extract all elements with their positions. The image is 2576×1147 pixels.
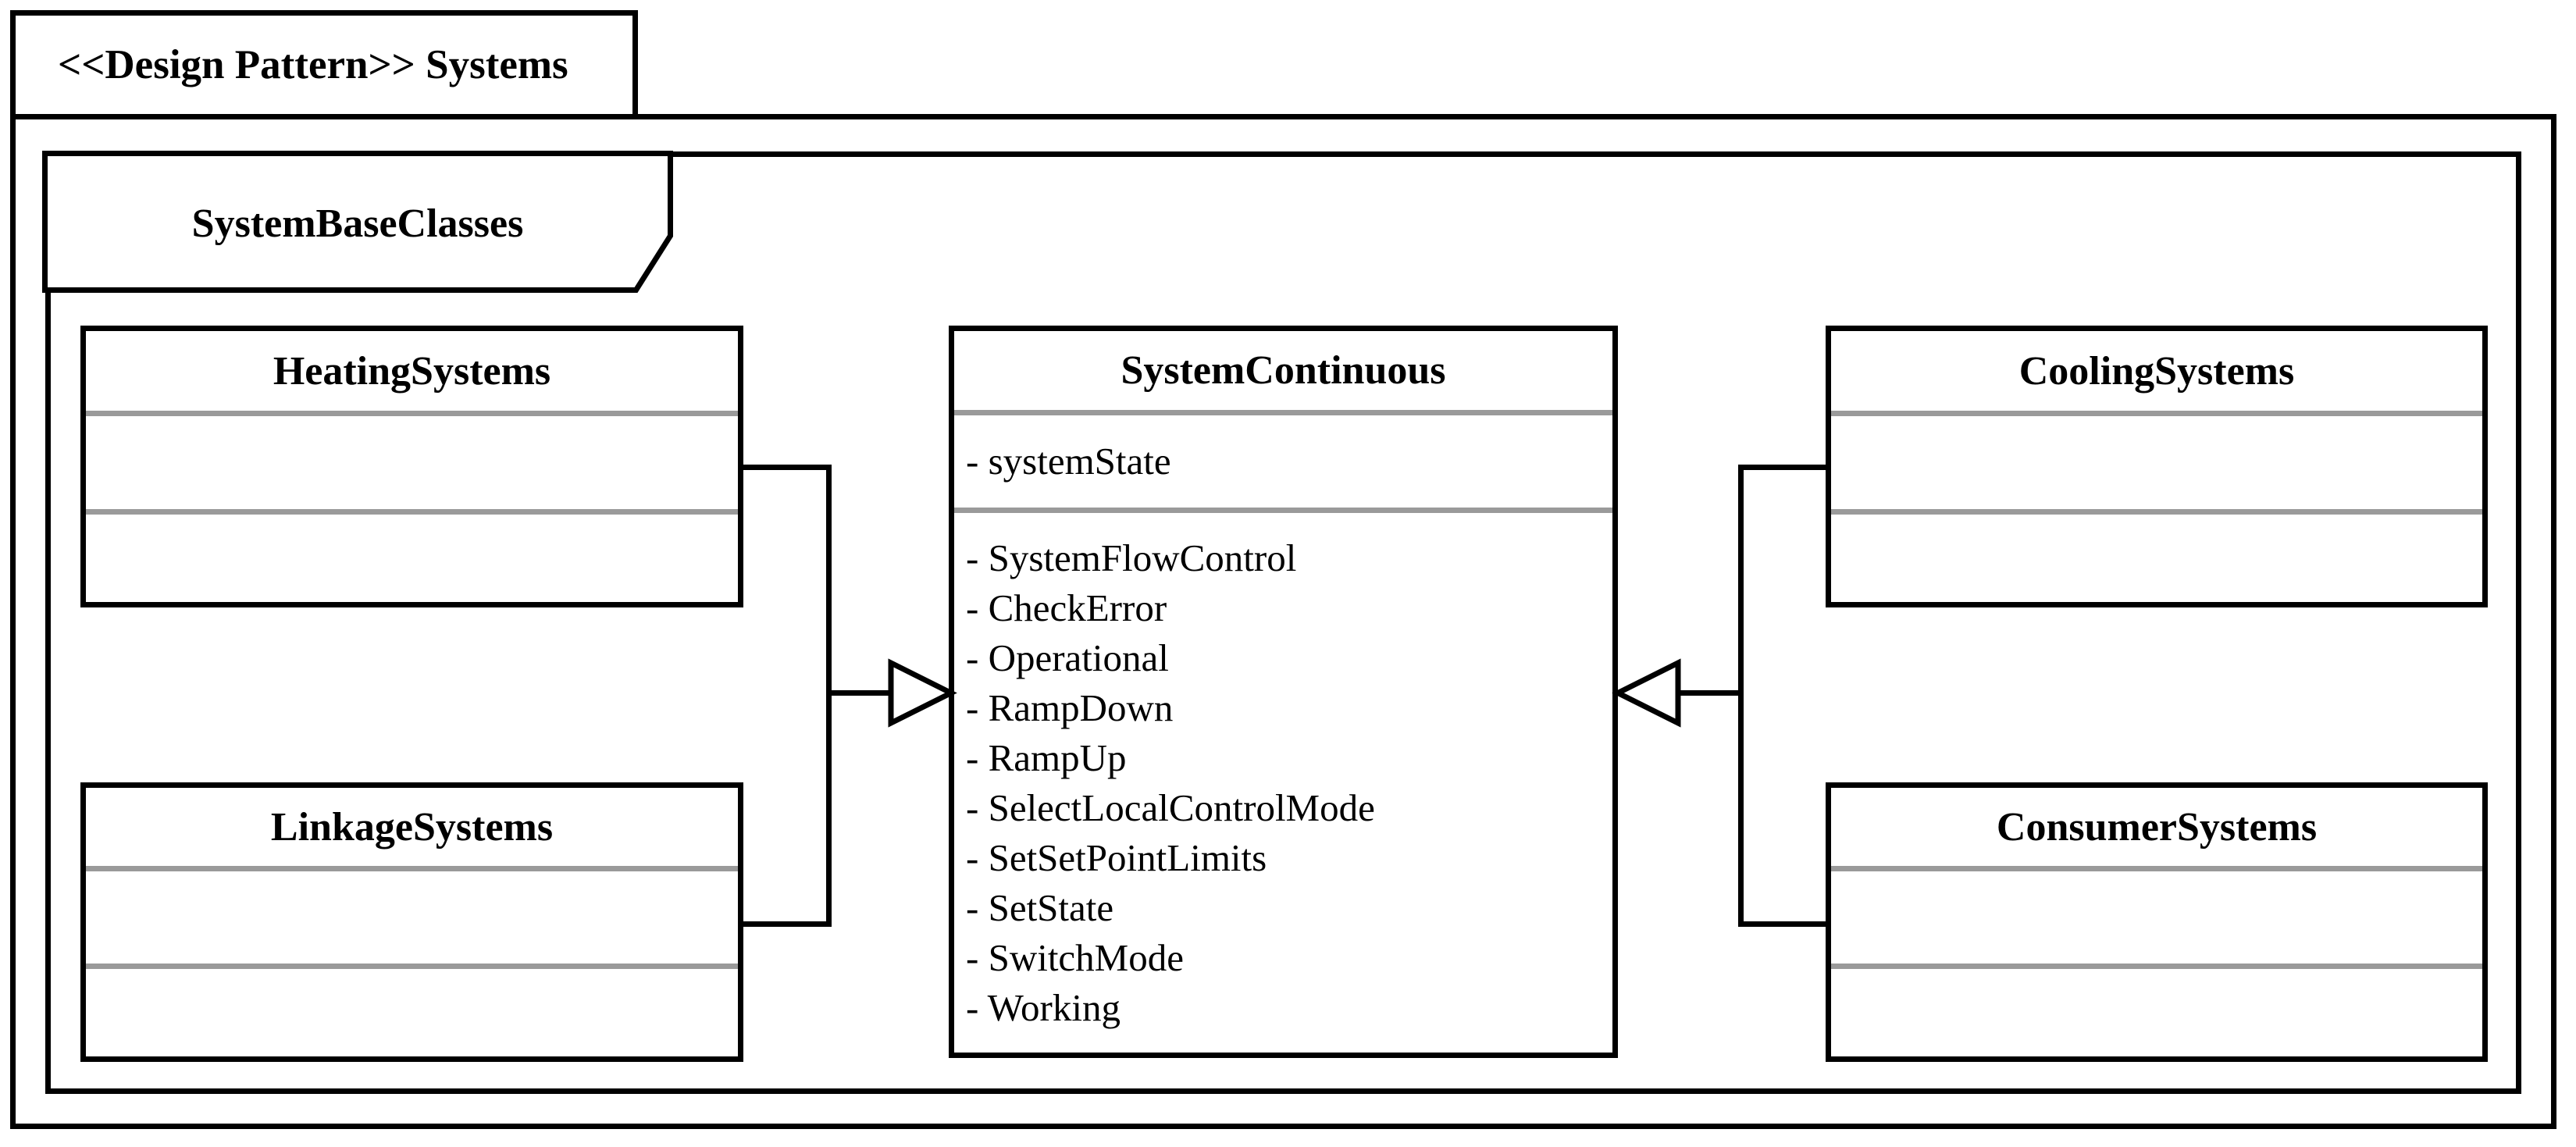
class-name: CoolingSystems (2018, 348, 2295, 394)
class-name: SystemContinuous (1121, 348, 1446, 393)
generalization-arrow-right (1612, 658, 1681, 728)
member-item: - SelectLocalControlMode (966, 786, 1375, 829)
member-item: - SwitchMode (966, 936, 1184, 979)
connector-left-vertical-segment (826, 465, 832, 927)
member-item: - systemState (966, 440, 1171, 483)
connector-linkage-segment (740, 921, 832, 927)
compartment-separator (86, 866, 738, 871)
operations-compartment (1831, 969, 2482, 1056)
operations-compartment (1831, 515, 2482, 602)
member-item: - Operational (966, 636, 1169, 679)
compartment-separator (1831, 866, 2482, 871)
package-systembaseclasses-title: SystemBaseClasses (191, 201, 524, 246)
package-systems-title: <<Design Pattern>> Systems (58, 42, 568, 87)
connector-consumer-segment (1738, 921, 1831, 927)
operations-compartment: - SystemFlowControl - CheckError - Operati… (954, 513, 1612, 1053)
package-systembaseclasses-tab (42, 151, 673, 293)
member-item: - SetSetPointLimits (966, 836, 1267, 879)
compartment-separator (86, 964, 738, 969)
class-systemcontinuous: SystemContinuous - systemState - SystemF… (949, 326, 1618, 1058)
member-item: - CheckError (966, 586, 1167, 629)
class-coolingsystems: CoolingSystems (1826, 326, 2488, 607)
member-item: - SetState (966, 886, 1114, 929)
compartment-separator (86, 411, 738, 416)
connector-left-stub-segment (826, 690, 893, 696)
attributes-compartment (1831, 416, 2482, 509)
compartment-separator (1831, 509, 2482, 515)
class-name: HeatingSystems (273, 348, 551, 394)
compartment-separator (954, 410, 1612, 415)
package-tab-shape (42, 151, 673, 293)
compartment-separator (1831, 411, 2482, 416)
class-linkagesystems: LinkageSystems (80, 782, 743, 1062)
compartment-separator (1831, 964, 2482, 969)
class-consumersystems: ConsumerSystems (1826, 782, 2488, 1062)
attributes-compartment (1831, 871, 2482, 964)
member-item: - SystemFlowControl (966, 536, 1297, 579)
generalization-arrow-left (888, 658, 957, 728)
class-heatingsystems: HeatingSystems (80, 326, 743, 607)
member-item: - RampDown (966, 686, 1174, 729)
compartment-separator (954, 508, 1612, 513)
attributes-compartment: - systemState (954, 415, 1612, 508)
member-item: - Working (966, 986, 1121, 1029)
hollow-triangle-icon (888, 658, 957, 728)
operations-compartment (86, 969, 738, 1056)
connector-cooling-segment (1738, 465, 1831, 470)
compartment-separator (86, 509, 738, 515)
member-item: - RampUp (966, 736, 1127, 779)
attributes-compartment (86, 871, 738, 964)
connector-right-vertical-segment (1738, 465, 1744, 927)
hollow-triangle-icon (1612, 658, 1681, 728)
connector-heating-segment (740, 465, 832, 470)
class-name: ConsumerSystems (1996, 804, 2318, 850)
class-name: LinkageSystems (270, 804, 554, 850)
connector-right-stub-segment (1674, 690, 1744, 696)
package-systems-tab: <<Design Pattern>> Systems (10, 10, 638, 119)
attributes-compartment (86, 416, 738, 509)
operations-compartment (86, 515, 738, 602)
